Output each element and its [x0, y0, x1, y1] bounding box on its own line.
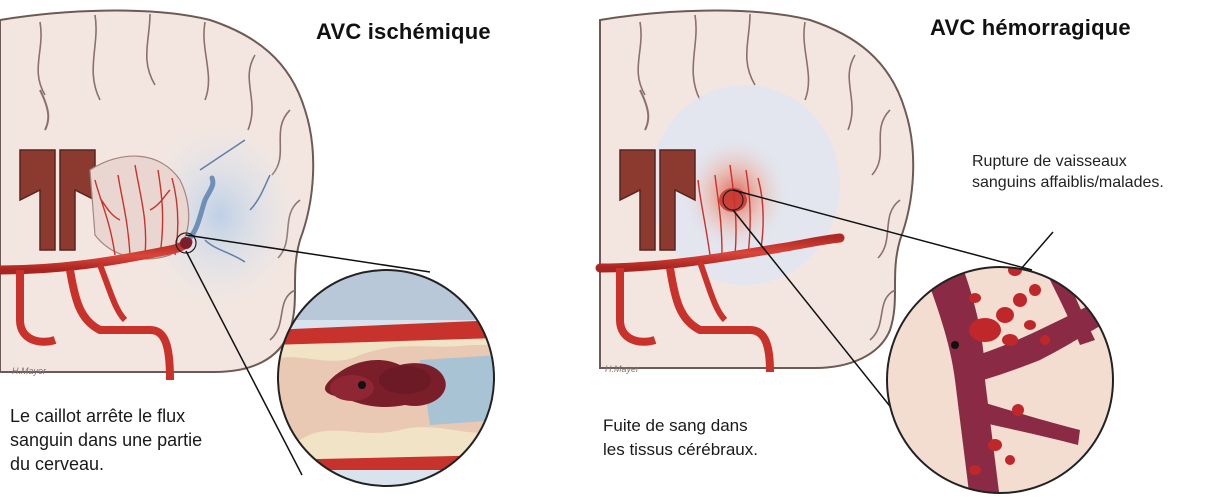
brain-ischemic	[0, 11, 313, 380]
artist-signature: H.Mayer	[12, 366, 46, 376]
brain-hemorrhagic	[600, 11, 913, 372]
panel-title-hemorrhagic: AVC hémorragique	[930, 15, 1131, 41]
panel-title-ischemic: AVC ischémique	[316, 19, 491, 45]
caption-hemorrhagic: Fuite de sang dans les tissus cérébraux.	[603, 414, 833, 462]
callout-rupture: Rupture de vaisseaux sanguins affaiblis/…	[972, 151, 1217, 193]
rupture-zoom-view	[880, 260, 1120, 499]
clot-zoom-view	[270, 265, 510, 495]
caption-ischemic: Le caillot arrête le flux sanguin dans u…	[10, 404, 260, 476]
artist-signature: H.Mayer	[605, 364, 639, 374]
